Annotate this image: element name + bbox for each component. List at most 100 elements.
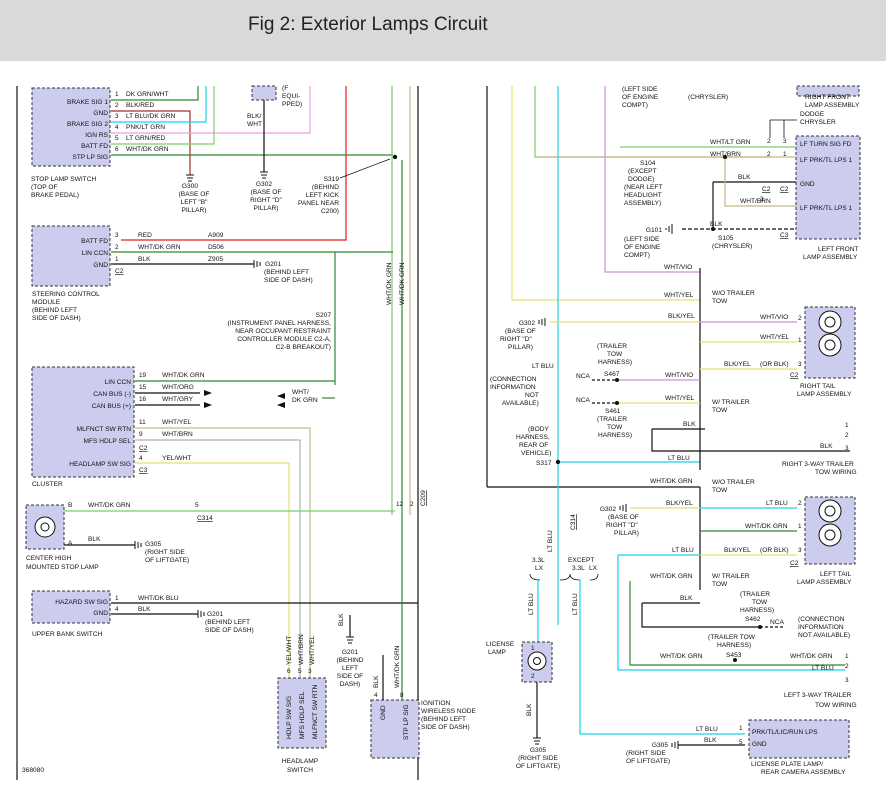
svg-text:SWITCH: SWITCH (287, 767, 313, 774)
svg-text:2: 2 (845, 663, 849, 670)
svg-text:RIGHT FRONT: RIGHT FRONT (805, 94, 850, 101)
svg-text:BLK: BLK (138, 606, 151, 613)
cluster-wires: 19 WHT/DK GRN 15 WHT/ORG 16 WHT/GRY WHT/… (135, 372, 335, 680)
svg-text:1: 1 (798, 337, 802, 344)
svg-text:LT GRN/RED: LT GRN/RED (126, 135, 166, 142)
svg-text:LT BLU/DK GRN: LT BLU/DK GRN (126, 113, 175, 120)
svg-text:2: 2 (845, 432, 849, 439)
svg-text:EQUI-: EQUI- (282, 93, 300, 100)
svg-text:3: 3 (798, 547, 802, 554)
svg-text:TOW: TOW (752, 599, 768, 606)
svg-text:WHT/YEL: WHT/YEL (162, 419, 192, 426)
svg-text:BLK: BLK (710, 221, 723, 228)
stop-lamp-switch: BRAKE SIG 1 GND BRAKE SIG 2 IGN RS BATT … (31, 87, 111, 199)
svg-text:5: 5 (298, 668, 302, 675)
svg-text:A909: A909 (208, 232, 224, 239)
svg-text:NCA: NCA (576, 373, 591, 380)
svg-text:REAR CAMERA ASSEMBLY: REAR CAMERA ASSEMBLY (761, 769, 846, 776)
svg-text:WHT/DK GRN: WHT/DK GRN (138, 244, 181, 251)
svg-text:YEL/WHT: YEL/WHT (162, 455, 191, 462)
svg-text:15: 15 (139, 384, 147, 391)
svg-text:(RIGHT SIDE: (RIGHT SIDE (518, 755, 558, 762)
svg-text:HEADLAMP: HEADLAMP (282, 758, 319, 765)
svg-text:TOW WIRING: TOW WIRING (815, 702, 857, 709)
wht-yel-label-2: WHT/YEL (760, 334, 790, 341)
svg-text:(CONNECTION: (CONNECTION (798, 616, 845, 623)
ignition-wireless-node: BLK WHT/DK GRN 4 8 GND STP LP SIG IGNITI… (370, 515, 477, 759)
svg-text:(TRAILER: (TRAILER (740, 591, 770, 598)
svg-text:3: 3 (783, 138, 787, 145)
svg-text:GND: GND (93, 262, 108, 269)
svg-text:1: 1 (531, 645, 535, 652)
svg-text:(CHRYSLER): (CHRYSLER) (688, 94, 728, 101)
svg-text:W/ TRAILER: W/ TRAILER (712, 573, 750, 580)
svg-text:2: 2 (115, 244, 119, 251)
svg-text:(TOP OF: (TOP OF (31, 184, 58, 191)
whtdkgrn-label-rt: WHT/DK GRN (650, 478, 693, 485)
svg-text:B: B (68, 502, 73, 509)
red-feed-wire (121, 86, 347, 241)
svg-text:S207: S207 (316, 312, 332, 319)
variant-branches: 3.3L LX EXCEPT 3.3L LX LT BLU LT BLU (528, 557, 745, 735)
svg-text:BLK/YEL: BLK/YEL (724, 547, 751, 554)
svg-text:4: 4 (115, 606, 119, 613)
wht-vio-label-2: WHT/VIO (760, 314, 788, 321)
svg-text:(BEHIND LEFT: (BEHIND LEFT (205, 619, 250, 626)
svg-text:MODULE: MODULE (32, 299, 61, 306)
svg-text:LT BLU: LT BLU (696, 726, 718, 733)
blk-label-ltow: BLK (680, 595, 693, 602)
svg-text:BLK: BLK (338, 613, 345, 626)
svg-text:PNK/LT GRN: PNK/LT GRN (126, 124, 165, 131)
svg-text:(BASE OF: (BASE OF (505, 328, 536, 335)
wo-trailer-tow: W/O TRAILER TOW WHT/VIO WHT/YEL WHT/VIO … (664, 264, 797, 470)
svg-text:GND: GND (752, 741, 767, 748)
wht-yel-wire (511, 86, 700, 301)
svg-text:5: 5 (195, 502, 199, 509)
data-lines-wire-label-2: DK GRN (292, 397, 318, 404)
svg-text:LAMP ASSEMBLY: LAMP ASSEMBLY (797, 391, 852, 398)
g300-ground: G300 (BASE OF LEFT "B" PILLAR) (179, 174, 209, 214)
svg-text:G302: G302 (600, 506, 616, 513)
svg-text:S462: S462 (745, 616, 761, 623)
svg-text:LAMP ASSEMBLY: LAMP ASSEMBLY (803, 254, 858, 261)
svg-text:RIGHT "D": RIGHT "D" (500, 336, 532, 343)
wht-yel-label: WHT/YEL (664, 292, 694, 299)
vert-label-whtdkgrn-2: WHT/DK GRN (399, 262, 406, 305)
svg-text:SIDE OF DASH): SIDE OF DASH) (264, 277, 313, 284)
svg-text:HARNESS,: HARNESS, (516, 434, 550, 441)
right-tow-wiring: BLK BLK 1 2 3 RIGHT 3-WAY TRAILER TOW WI… (650, 421, 857, 494)
svg-text:TOW: TOW (712, 407, 728, 414)
svg-text:16: 16 (139, 396, 147, 403)
svg-text:SIDE OF DASH): SIDE OF DASH) (205, 627, 254, 634)
svg-text:REAR OF: REAR OF (519, 442, 548, 449)
svg-text:3: 3 (798, 361, 802, 368)
svg-text:LEFT: LEFT (342, 665, 358, 672)
svg-text:6: 6 (287, 668, 291, 675)
svg-text:BLK: BLK (738, 174, 751, 181)
svg-text:HAZARD SW SIG: HAZARD SW SIG (55, 599, 108, 606)
svg-text:PILLAR): PILLAR) (182, 207, 207, 214)
svg-text:2: 2 (115, 102, 119, 109)
svg-text:LF PRK/TL LPS 1: LF PRK/TL LPS 1 (800, 157, 852, 164)
svg-text:LICENSE PLATE LAMP/: LICENSE PLATE LAMP/ (751, 761, 823, 768)
cluster: LIN CCN CAN BUS (-) CAN BUS (+) MLFNCT S… (31, 366, 135, 488)
svg-text:WHT/DK GRN: WHT/DK GRN (394, 645, 401, 688)
svg-text:UPPER BANK SWITCH: UPPER BANK SWITCH (32, 631, 103, 638)
svg-text:MFS HDLP SEL: MFS HDLP SEL (299, 691, 306, 739)
svg-text:BLK/RED: BLK/RED (126, 102, 154, 109)
svg-text:6: 6 (115, 146, 119, 153)
svg-text:3: 3 (115, 113, 119, 120)
svg-text:CENTER HIGH: CENTER HIGH (26, 555, 72, 562)
svg-text:BLK: BLK (373, 675, 380, 688)
svg-text:3: 3 (308, 668, 312, 675)
svg-text:CAN BUS (-): CAN BUS (-) (93, 391, 131, 398)
svg-text:PILLAR): PILLAR) (254, 205, 279, 212)
pin-2: 2 (410, 501, 414, 508)
svg-text:2: 2 (798, 500, 802, 507)
svg-text:G305: G305 (652, 742, 668, 749)
svg-text:MFS HDLP SEL: MFS HDLP SEL (83, 438, 131, 445)
svg-text:HARNESS): HARNESS) (598, 359, 632, 366)
svg-text:W/O TRAILER: W/O TRAILER (712, 479, 755, 486)
svg-text:(BODY: (BODY (528, 426, 549, 433)
svg-text:1: 1 (783, 151, 787, 158)
